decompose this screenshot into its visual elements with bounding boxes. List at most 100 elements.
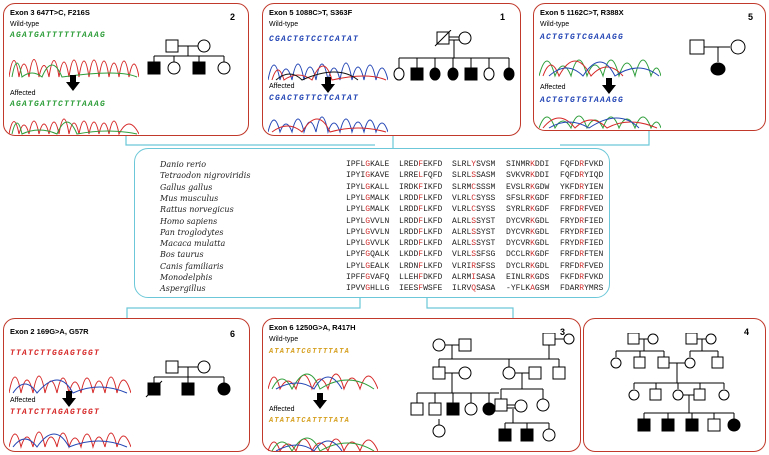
alignment-block: LPYLGEALK bbox=[346, 261, 390, 271]
down-arrow-icon bbox=[66, 75, 80, 91]
wild-type-label: Wild-type bbox=[269, 336, 299, 343]
affected-sequence: ACTGTGTGTAAAGG bbox=[540, 96, 625, 105]
alignment-block: LRDDFLKFD bbox=[399, 193, 443, 203]
alignment-block: FRYDRFIED bbox=[560, 239, 604, 249]
affected-label: Affected bbox=[269, 83, 295, 90]
wild-type-sequence: TTATCTTGGAGTGGT bbox=[10, 349, 101, 358]
wild-type-label: Wild-type bbox=[10, 21, 40, 28]
alignment-block: EINLRKGDS bbox=[506, 273, 550, 282]
alignment-block: LKDDFLKFD bbox=[399, 250, 443, 260]
alignment-block: LPYLGVVLN bbox=[346, 216, 390, 226]
alignment-block: SVKVRKDDI bbox=[506, 171, 550, 181]
alignment-block: ALRLSSYST bbox=[452, 239, 496, 249]
alignment-block: SYRLRKGDF bbox=[506, 205, 550, 215]
wild-type-sequence: CGACTGTCCTCATAT bbox=[269, 35, 360, 44]
down-arrow-icon bbox=[321, 77, 335, 93]
affected-trace bbox=[9, 118, 139, 136]
affected-trace bbox=[539, 115, 661, 130]
alignment-block: IPFFGVAFQ bbox=[346, 273, 390, 282]
alignment-block: DYCVRKGDL bbox=[506, 216, 550, 226]
alignment-block: ALRLSSYST bbox=[452, 216, 496, 226]
wild-type-label: Wild-type bbox=[540, 21, 570, 28]
affected-trace bbox=[268, 116, 388, 134]
alignment-block: LRDDFLKFD bbox=[399, 227, 443, 237]
alignment-block: DCCLRKGDF bbox=[506, 250, 550, 260]
alignment-block: FRFDRFTEN bbox=[560, 250, 604, 260]
affected-label: Affected bbox=[10, 90, 36, 97]
alignment-block: LRDDFLKFD bbox=[399, 239, 443, 249]
alignment-block: LPYLGVVLN bbox=[346, 227, 390, 237]
pedigree bbox=[147, 39, 231, 75]
species-name: Tetraodon nigroviridis bbox=[160, 171, 251, 181]
panel-title: Exon 3 647T>C, F216S bbox=[10, 8, 90, 17]
alignment-block: FQFDRYIQD bbox=[560, 171, 604, 181]
panel-number: 4 bbox=[744, 327, 750, 337]
alignment-block: EVSLRKGDW bbox=[506, 182, 550, 192]
species-name: Gallus gallus bbox=[160, 182, 213, 192]
panel-5: Exon 5 1162C>T, R388X 5 Wild-type ACTGTG… bbox=[533, 3, 766, 131]
panel-number: 1 bbox=[500, 12, 506, 22]
alignment-block: VLRLSSFSG bbox=[452, 250, 496, 260]
panel-number: 6 bbox=[230, 329, 236, 339]
wild-type-trace bbox=[539, 59, 661, 78]
alignment-block: IEESFWSFE bbox=[399, 284, 443, 294]
wild-type-trace bbox=[9, 59, 139, 78]
alignment-block: DYCLRKGDL bbox=[506, 261, 550, 271]
panel-6: Exon 2 169G>A, G57R 6 TTATCTTGGAGTGGT Af… bbox=[3, 318, 250, 452]
alignment-block: ILRVQSASA bbox=[452, 284, 496, 294]
pedigree bbox=[145, 360, 231, 398]
affected-sequence: TTATCTTAGAGTGGT bbox=[10, 408, 101, 417]
alignment-block: DYCVRKGDL bbox=[506, 227, 550, 237]
down-arrow-icon bbox=[602, 78, 616, 94]
down-arrow-icon bbox=[62, 391, 76, 407]
alignment-block: ALRLSSYST bbox=[452, 227, 496, 237]
species-name: Pan troglodytes bbox=[160, 227, 224, 237]
wild-type-sequence: ATATATCGTTTTATA bbox=[269, 348, 351, 356]
affected-sequence: AGATGATTCTTTAAAG bbox=[10, 100, 107, 109]
alignment-block: FRFDRFIED bbox=[560, 193, 604, 203]
alignment-block: -YFLKAGSM bbox=[506, 284, 550, 294]
pedigree bbox=[410, 333, 575, 442]
alignment-block: LRRELFQFD bbox=[399, 171, 443, 181]
species-name: Rattus norvegicus bbox=[160, 205, 234, 215]
alignment-block: LREDFEKFD bbox=[399, 160, 443, 169]
panel-number: 2 bbox=[230, 12, 236, 22]
alignment-block: SLRLSSASM bbox=[452, 171, 496, 181]
alignment-block: LPYLGMALK bbox=[346, 193, 390, 203]
alignment-block: ALRMISASA bbox=[452, 273, 496, 282]
alignment-block: SLRMCSSSM bbox=[452, 182, 496, 192]
alignment-block: VLRIRSFSS bbox=[452, 261, 496, 271]
pedigree bbox=[393, 30, 515, 81]
pedigree bbox=[689, 39, 746, 76]
wild-type-trace bbox=[268, 373, 378, 391]
alignment-block: LRDDFLKFD bbox=[399, 205, 443, 215]
wild-type-sequence: ACTGTGTCGAAAGG bbox=[540, 33, 625, 42]
affected-sequence: CGACTGTTCTCATAT bbox=[269, 94, 360, 103]
alignment-block: SINMRKDDI bbox=[506, 160, 550, 169]
species-name: Aspergillus bbox=[160, 284, 206, 294]
alignment-block: VLRLCSYSS bbox=[452, 205, 496, 215]
wild-type-sequence: AGATGATTTTTTAAAG bbox=[10, 31, 107, 40]
down-arrow-icon bbox=[313, 393, 327, 409]
species-name: Monodelphis bbox=[160, 273, 213, 282]
affected-label: Affected bbox=[269, 406, 295, 413]
alignment-block: DYCVRKGDL bbox=[506, 239, 550, 249]
species-name: Mus musculus bbox=[160, 193, 219, 203]
alignment-block: LLEHFDKFD bbox=[399, 273, 443, 282]
alignment-block: FQFDRFVKD bbox=[560, 160, 604, 169]
alignment-block: LPYFGQALK bbox=[346, 250, 390, 260]
panel-title: Exon 5 1162C>T, R388X bbox=[540, 8, 624, 17]
panel-4: 4 bbox=[583, 318, 766, 452]
alignment-block: IRDKFIKFD bbox=[399, 182, 443, 192]
alignment-block: IPYIGKAVE bbox=[346, 171, 390, 181]
species-name: Danio rerio bbox=[160, 160, 207, 169]
panel-2: Exon 3 647T>C, F216S 2 Wild-type AGATGAT… bbox=[3, 3, 249, 136]
sequence-alignment bbox=[134, 148, 610, 298]
alignment-block: SFSLRKGDF bbox=[506, 193, 550, 203]
alignment-block: IPVVGHLLG bbox=[346, 284, 390, 294]
alignment-block: LPYLGVVLK bbox=[346, 239, 390, 249]
alignment-block: VLRLCSYSS bbox=[452, 193, 496, 203]
panel-title: Exon 2 169G>A, G57R bbox=[10, 327, 89, 336]
